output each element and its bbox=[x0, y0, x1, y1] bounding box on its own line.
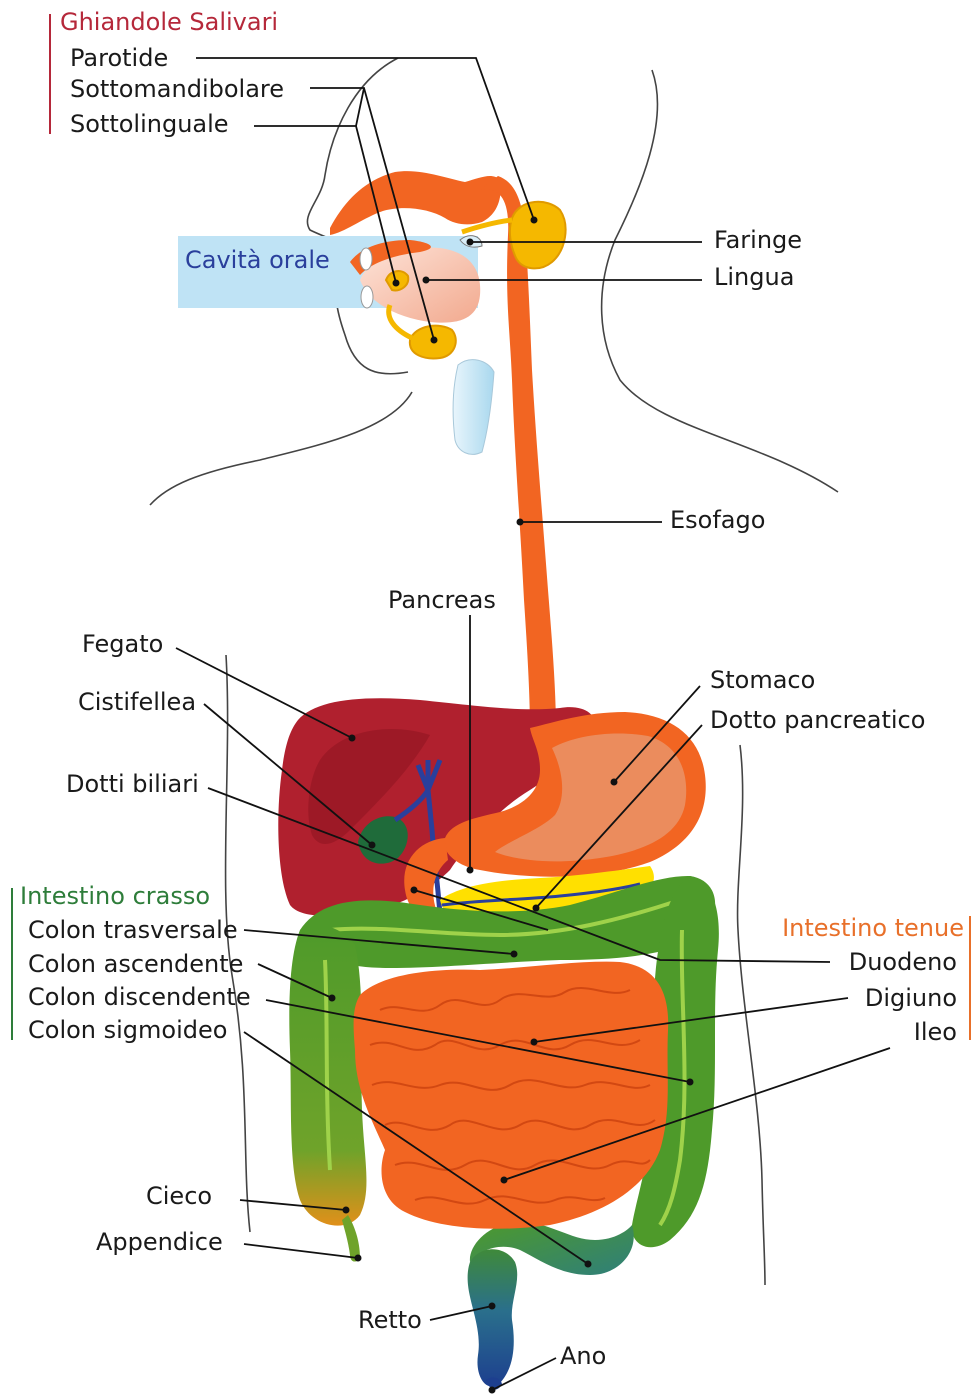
label-digiuno: Digiuno bbox=[865, 984, 957, 1012]
label-sottomandibolare: Sottomandibolare bbox=[70, 75, 284, 103]
label-stomaco: Stomaco bbox=[710, 666, 815, 694]
label-ano: Ano bbox=[560, 1342, 606, 1370]
label-esofago: Esofago bbox=[670, 506, 765, 534]
large-intestine-title: Intestino crasso bbox=[20, 882, 210, 910]
label-parotide: Parotide bbox=[70, 44, 168, 72]
rectum bbox=[468, 1249, 518, 1386]
salivary-title: Ghiandole Salivari bbox=[60, 8, 278, 36]
label-appendice: Appendice bbox=[96, 1228, 223, 1256]
label-colon-discendente: Colon discendente bbox=[28, 983, 251, 1011]
label-pancreas: Pancreas bbox=[388, 586, 496, 614]
small-intestine bbox=[354, 962, 669, 1229]
label-lingua: Lingua bbox=[714, 263, 794, 291]
oral-cavity-title: Cavità orale bbox=[185, 246, 330, 274]
label-duodeno: Duodeno bbox=[849, 948, 957, 976]
label-ileo: Ileo bbox=[914, 1018, 957, 1046]
label-dotti-biliari: Dotti biliari bbox=[66, 770, 199, 798]
label-dotto-pancreatico: Dotto pancreatico bbox=[710, 706, 925, 734]
label-sottolinguale: Sottolinguale bbox=[70, 110, 229, 138]
label-cistifellea: Cistifellea bbox=[78, 688, 196, 716]
upper-tooth bbox=[360, 248, 372, 270]
lower-tooth bbox=[361, 286, 373, 308]
trachea bbox=[453, 360, 494, 455]
parotid-gland bbox=[510, 202, 566, 269]
label-colon-ascendente: Colon ascendente bbox=[28, 950, 243, 978]
label-cieco: Cieco bbox=[146, 1182, 212, 1210]
label-colon-sigmoideo: Colon sigmoideo bbox=[28, 1016, 227, 1044]
label-fegato: Fegato bbox=[82, 630, 163, 658]
label-faringe: Faringe bbox=[714, 226, 802, 254]
label-retto: Retto bbox=[358, 1306, 422, 1334]
small-intestine-title: Intestino tenue bbox=[782, 914, 964, 942]
appendix bbox=[342, 1215, 360, 1262]
label-colon-trasversale: Colon trasversale bbox=[28, 916, 238, 944]
small-intestine-body bbox=[354, 962, 669, 1229]
